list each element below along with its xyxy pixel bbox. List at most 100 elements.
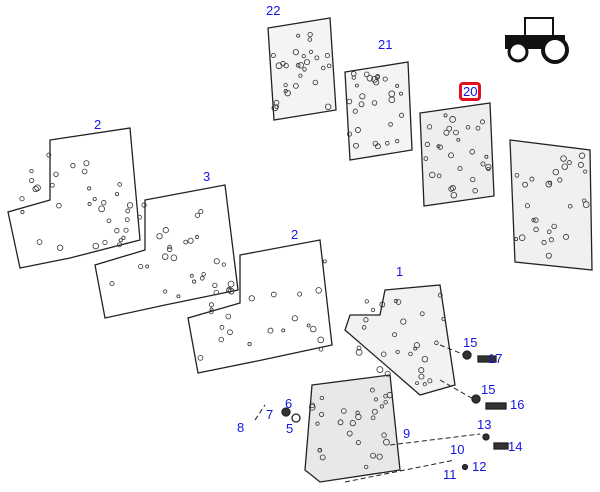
plate-hole [283,89,288,94]
plate-hole [434,340,439,346]
plate-hole [145,264,150,269]
plate-hole [218,336,225,343]
callout-15[interactable]: 15 [481,382,496,397]
plate-hole [386,391,393,399]
plate-hole [376,453,383,460]
plate-hole [36,239,43,245]
plate-hole [363,464,369,470]
plate-hole [548,180,553,185]
valve-housing-right [509,139,593,271]
plate-hole [209,307,214,312]
plate-hole [437,144,443,150]
plate-hole [371,408,378,415]
plate-hole [187,237,194,244]
plate-hole [363,317,369,323]
plate-hole [424,141,430,147]
plate-hole [399,112,405,118]
plate-hole [337,419,344,426]
plate-hole [192,279,197,284]
plate-hole [361,325,367,330]
plate-hole [295,63,301,68]
plate-hole [448,186,454,192]
plate-hole [484,154,489,159]
plate-hole [322,259,327,264]
plate-hole [485,163,492,171]
plate-hole [32,185,39,193]
plate-hole [567,160,572,165]
plate-hole [395,349,400,355]
plate-hole [315,421,320,426]
plate-hole [351,75,356,80]
plate-hole [524,203,530,209]
plate-hole [248,295,255,302]
plate-hole [125,208,131,214]
callout-1[interactable]: 1 [396,264,404,279]
callout-6[interactable]: 6 [285,396,293,411]
plate-hole [567,203,573,209]
callout-3[interactable]: 3 [203,169,211,184]
plate-hole [162,227,169,234]
plate-hole [578,152,586,159]
callout-9[interactable]: 9 [403,426,411,441]
callout-13[interactable]: 13 [477,417,492,432]
plate-hole [427,378,433,384]
callout-7[interactable]: 7 [266,407,274,422]
plate-hole [421,355,429,363]
plate-hole [353,142,359,149]
plate-hole [346,131,353,137]
plate-hole [383,400,388,405]
callout-12[interactable]: 12 [472,459,487,474]
plate-hole [284,89,291,97]
plate-hole [208,302,214,308]
plate-hole [395,139,400,144]
plate-hole [381,432,387,438]
callout-22[interactable]: 22 [266,3,281,18]
plate-hole [392,332,398,338]
plate-hole [317,336,325,344]
plate-hole [583,169,588,174]
callout-11[interactable]: 11 [443,467,457,482]
plate-hole [118,238,123,243]
plate-hole [370,415,376,421]
plate-hole [531,218,536,223]
plate-hole [57,244,64,251]
plate-21 [344,61,413,161]
plate-hole [194,212,200,218]
plate-hole [213,258,220,265]
plate-hole [319,411,325,417]
plate-hole [552,168,559,176]
callout-21[interactable]: 21 [378,37,393,52]
plate-hole [441,316,446,321]
callout-8[interactable]: 8 [237,420,245,435]
callout-2[interactable]: 2 [94,117,102,132]
callout-17[interactable]: 17 [488,351,503,366]
plate-hole [355,83,359,88]
plate-hole [297,291,303,297]
plate-hole [373,79,380,86]
plate-hole [456,137,461,142]
plate-hole [470,176,476,183]
plate-hole [551,223,557,230]
plate-hole [546,229,552,235]
plate-hole [318,347,324,352]
plate-hole [436,173,442,179]
callout-10[interactable]: 10 [450,442,465,457]
callout-2[interactable]: 2 [291,227,299,242]
plate-hole [356,345,362,351]
plate-hole [124,217,130,223]
plate-hole [388,96,396,103]
callout-16[interactable]: 16 [510,397,525,412]
plate-hole [380,351,387,357]
plate-hole [443,129,450,136]
callout-15[interactable]: 15 [463,335,478,350]
callout-5[interactable]: 5 [286,421,294,436]
plate-hole [183,239,189,245]
callout-14[interactable]: 14 [508,439,523,454]
plate-hole [450,191,458,199]
plate-hole [201,272,206,277]
plate-hole [514,237,519,242]
callout-20-selected[interactable]: 20 [459,82,482,101]
plate-hole [29,177,35,184]
plate-hole [533,226,539,233]
plate-hole [307,31,313,38]
